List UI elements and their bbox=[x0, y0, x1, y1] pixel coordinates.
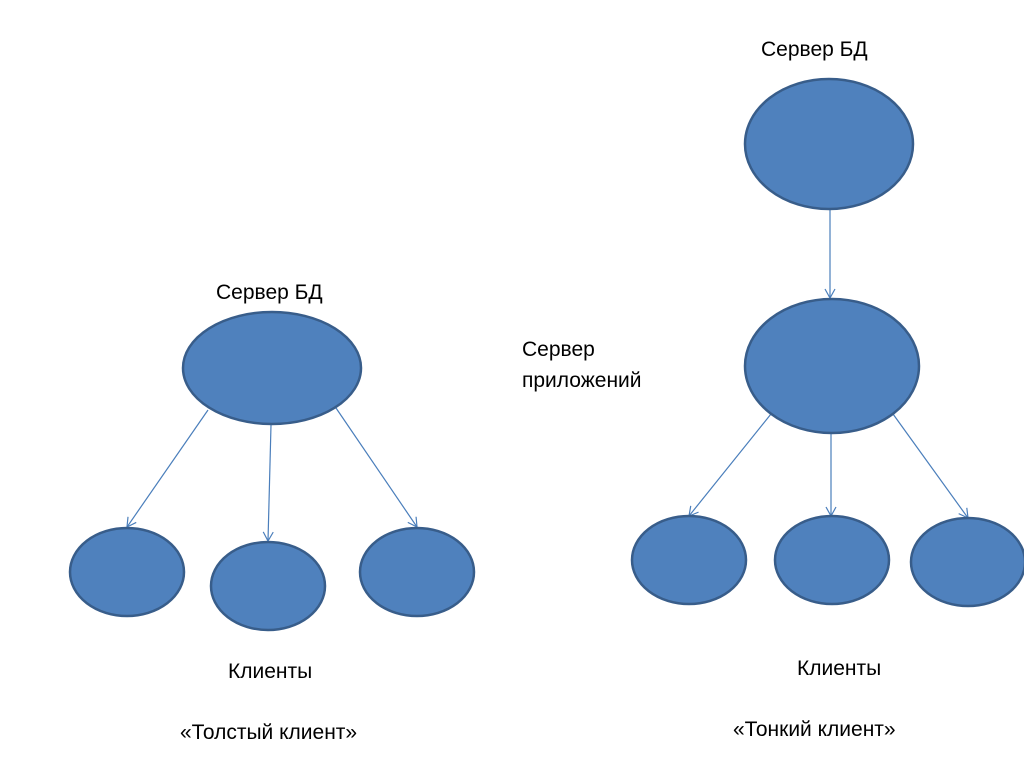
edge-app-to-client-1 bbox=[688, 413, 772, 517]
thin-client-diagram bbox=[630, 77, 1024, 608]
edge-db-to-client-1 bbox=[126, 409, 209, 529]
client-node-3 bbox=[909, 516, 1024, 608]
edge-db-to-client-3 bbox=[335, 407, 418, 529]
thick-client-caption: «Толстый клиент» bbox=[180, 721, 358, 744]
client-node-3 bbox=[358, 526, 476, 618]
edge-app-to-client-3 bbox=[892, 413, 969, 520]
thin-clients-label: Клиенты bbox=[797, 657, 882, 680]
app-server-label-line2: приложений bbox=[522, 369, 642, 392]
thick-client-diagram bbox=[68, 310, 476, 632]
app-server-label-line1: Сервер bbox=[522, 338, 595, 361]
client-node-2 bbox=[209, 540, 327, 632]
thick-clients-label: Клиенты bbox=[228, 660, 313, 683]
app-server-node bbox=[743, 297, 921, 435]
db-server-node bbox=[743, 77, 915, 211]
thin-db-server-label: Сервер БД bbox=[761, 38, 868, 61]
client-node-1 bbox=[630, 514, 748, 606]
db-server-node bbox=[181, 310, 363, 426]
thick-db-server-label: Сервер БД bbox=[216, 281, 323, 304]
thin-client-caption: «Тонкий клиент» bbox=[733, 718, 896, 741]
edge-db-to-client-2 bbox=[262, 424, 274, 543]
client-node-1 bbox=[68, 526, 186, 618]
client-node-2 bbox=[773, 514, 891, 606]
